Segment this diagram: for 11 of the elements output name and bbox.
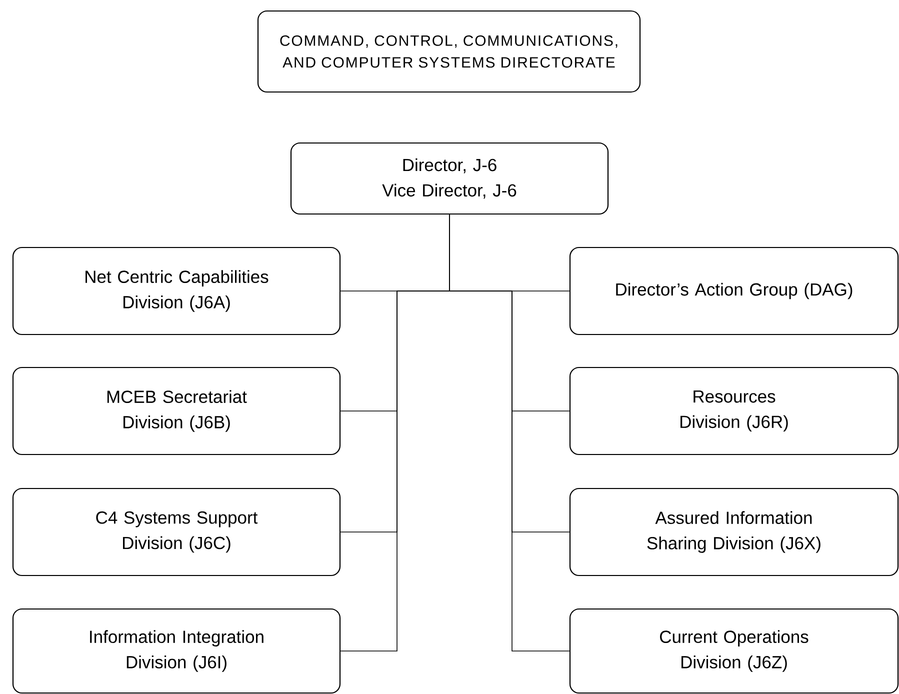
org-box: Information Integration Division (J6I) bbox=[12, 608, 341, 694]
org-box: C4 Systems Support Division (J6C) bbox=[12, 488, 341, 576]
org-box: Director, J-6 Vice Director, J-6 bbox=[290, 142, 609, 215]
title-box: COMMAND, CONTROL, COMMUNICATIONS, AND COMPUTER SYSTEMS DIRECTORATE bbox=[257, 10, 641, 93]
org-box: Resources Division (J6R) bbox=[569, 366, 899, 456]
org-box: Current Operations Division (J6Z) bbox=[569, 608, 899, 694]
org-box: MCEB Secretariat Division (J6B) bbox=[12, 366, 341, 456]
connector-line bbox=[449, 214, 570, 652]
org-box: Net Centric Capabilities Division (J6A) bbox=[12, 246, 341, 336]
org-box: Assured Information Sharing Division (J6X) bbox=[569, 488, 899, 576]
org-box: Director’s Action Group (DAG) bbox=[569, 246, 899, 336]
